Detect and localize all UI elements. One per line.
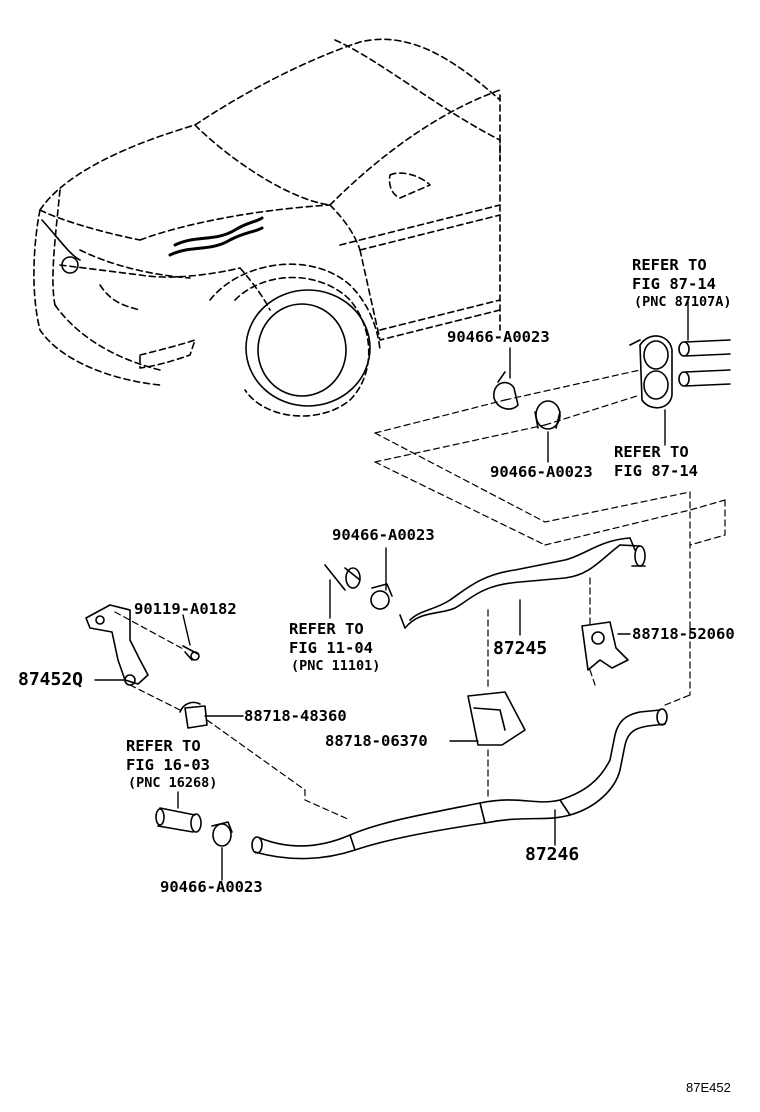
label-clamp-48360: 88718-48360 xyxy=(244,707,347,725)
clamp-top-1-shape xyxy=(493,371,519,410)
top-dashed-leaders xyxy=(374,369,726,696)
clamp-06370-shape xyxy=(467,691,526,746)
ref-radiator-line2: FIG 16-03 xyxy=(126,756,210,774)
engine-pipe xyxy=(324,564,361,591)
ref-top-right-line1: REFER TO xyxy=(632,256,707,274)
dashed-leaders-lower xyxy=(114,577,691,821)
label-hose-87246: 87246 xyxy=(525,844,580,865)
label-clamp-bottom: 90466-A0023 xyxy=(160,878,263,896)
ref-radiator-line1: REFER TO xyxy=(126,737,201,755)
hose-87245-shape xyxy=(399,537,646,629)
figure-id: 87E452 xyxy=(686,1080,731,1095)
hose-87246-shape xyxy=(251,708,668,860)
ref-engine-line2: FIG 11-04 xyxy=(289,639,373,657)
ref-top-right-line2: FIG 87-14 xyxy=(632,275,716,293)
grommet xyxy=(629,335,673,409)
ref-engine-line1: REFER TO xyxy=(289,620,364,638)
clamp-bottom-shape xyxy=(211,821,233,847)
label-bracket: 87452Q xyxy=(18,669,84,690)
clamp-48360-shape xyxy=(179,701,208,729)
radiator-pipe xyxy=(155,807,202,833)
label-hose-87245: 87245 xyxy=(493,638,548,659)
solid-leaders xyxy=(94,299,689,881)
clamp-mid-shape xyxy=(370,583,393,610)
bolt-shape xyxy=(182,645,200,661)
label-clamp-mid: 90466-A0023 xyxy=(332,526,435,544)
headlight xyxy=(41,219,81,274)
heater-pipes xyxy=(678,339,731,387)
label-clamp-06370: 88718-06370 xyxy=(325,732,428,750)
ref-top-right-line3: (PNC 87107A) xyxy=(634,294,732,310)
clamp-52060-shape xyxy=(581,621,629,671)
hose-location-highlight xyxy=(168,216,264,257)
label-bolt: 90119-A0182 xyxy=(134,600,237,618)
car-outline xyxy=(33,38,501,417)
ref-grommet-line2: FIG 87-14 xyxy=(614,462,698,480)
wheel xyxy=(245,289,371,407)
ref-grommet-line1: REFER TO xyxy=(614,443,689,461)
label-clamp-top-1: 90466-A0023 xyxy=(447,328,550,346)
ref-radiator-line3: (PNC 16268) xyxy=(128,775,218,791)
ref-engine-line3: (PNC 11101) xyxy=(291,658,381,674)
label-clamp-52060: 88718-52060 xyxy=(632,625,735,643)
clamp-top-2-shape xyxy=(534,400,561,430)
label-clamp-top-2: 90466-A0023 xyxy=(490,463,593,481)
